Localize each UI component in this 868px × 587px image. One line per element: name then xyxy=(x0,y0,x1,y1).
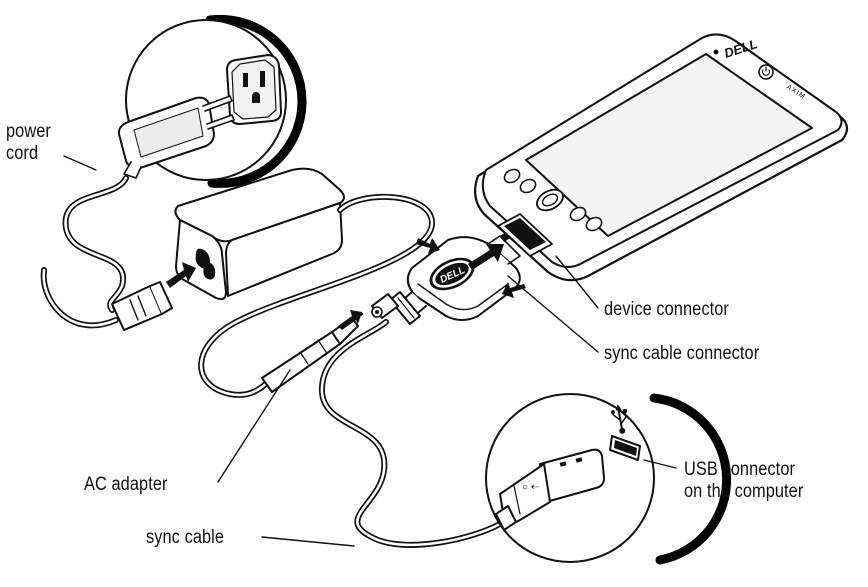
power-cord-cable xyxy=(44,178,172,330)
label-sync-cable: sync cable xyxy=(146,527,224,549)
label-device-connector: device connector xyxy=(604,299,729,321)
wall-outlet-inset xyxy=(119,19,302,183)
pda-device: DELL AXIM xyxy=(475,34,847,280)
sync-cable-line xyxy=(322,322,500,545)
label-usb-connector-line1: USB connector xyxy=(684,459,803,481)
ac-adapter-brick xyxy=(175,169,344,299)
label-usb-connector-line2: on the computer xyxy=(684,481,803,503)
label-power-cord-line2: cord xyxy=(6,143,51,165)
label-power-cord-line1: power xyxy=(6,121,51,143)
label-ac-adapter: AC adapter xyxy=(84,474,168,496)
label-usb-connector: USB connector on the computer xyxy=(684,459,803,503)
usb-plug-symbol-icon: ○ ⇠ xyxy=(522,482,540,493)
label-sync-cable-connector: sync cable connector xyxy=(604,343,759,365)
label-power-cord: power cord xyxy=(6,121,51,165)
